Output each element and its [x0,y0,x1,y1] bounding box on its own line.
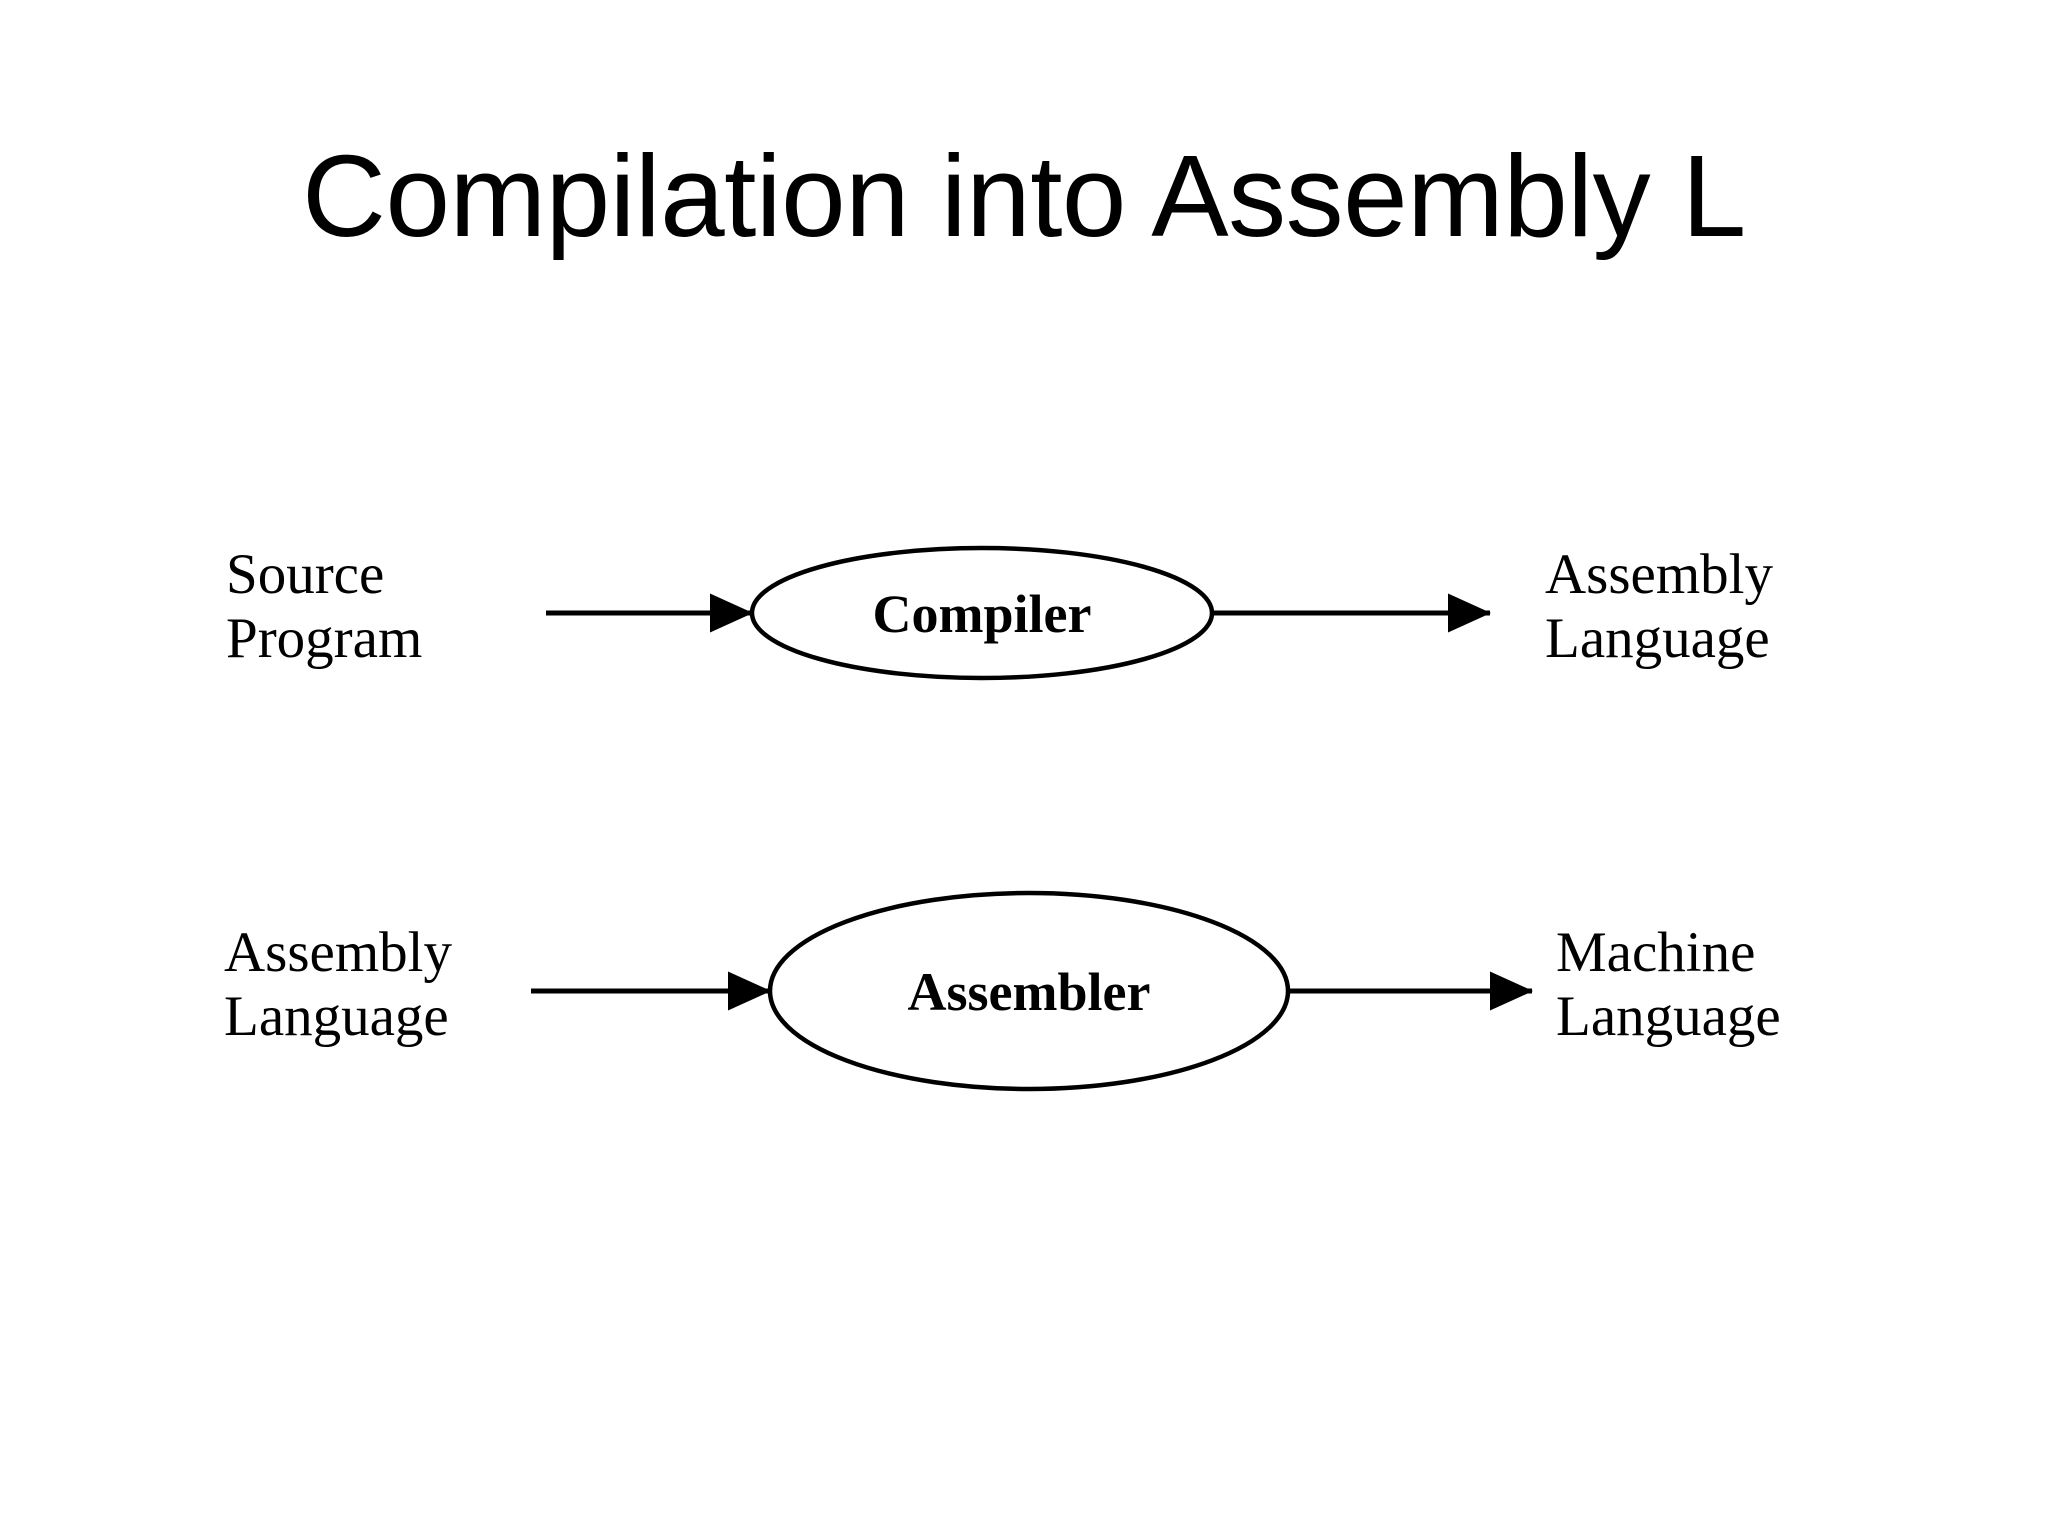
page-title: Compilation into Assembly L [302,131,1746,261]
input-label-source-program-line2: Program [226,606,423,670]
output-label-machine-language-line1: Machine [1556,921,1756,984]
output-label-machine-language-line2: Language [1556,984,1781,1048]
process-label-assembler: Assembler [907,962,1151,1022]
output-label-machine-language: Machine Language [1556,921,1781,1049]
process-label-compiler: Compiler [872,584,1092,644]
input-label-source-program-line1: Source [226,543,385,606]
input-label-assembly-language: Assembly Language [224,921,452,1049]
input-label-assembly-language-line1: Assembly [224,921,452,984]
input-label-assembly-language-line2: Language [224,984,449,1048]
output-label-assembly-language-line1: Assembly [1545,543,1773,606]
output-label-assembly-language-line2: Language [1545,606,1770,670]
input-label-source-program: Source Program [226,543,422,671]
output-label-assembly-language: Assembly Language [1545,543,1773,671]
